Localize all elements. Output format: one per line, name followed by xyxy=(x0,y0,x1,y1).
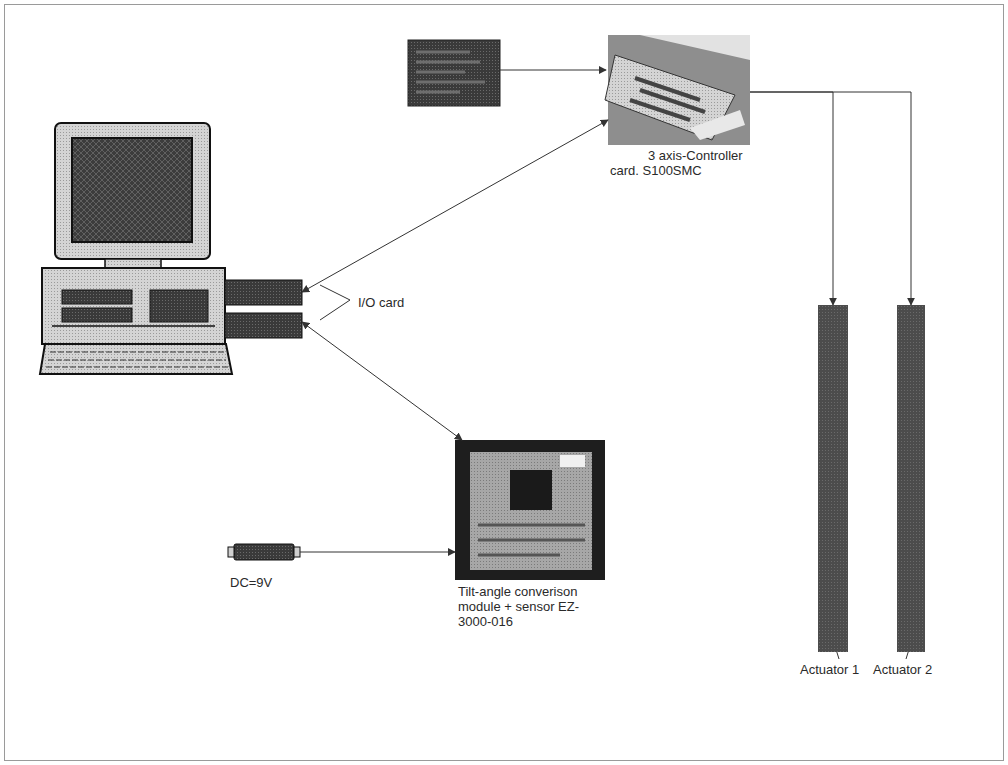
connector-arrow xyxy=(302,120,608,292)
node-label: 3 axis-Controller card. S100SMC xyxy=(610,148,755,178)
drive-bay xyxy=(62,290,132,304)
io-card-upper xyxy=(225,280,302,305)
connector-arrow xyxy=(750,92,833,305)
board-traces xyxy=(478,525,585,555)
node-label: Tilt-angle converison module + sensor EZ… xyxy=(458,584,598,629)
photo-highlight xyxy=(608,35,750,60)
battery-cap xyxy=(228,547,234,557)
node-label: I/O card xyxy=(358,295,404,310)
connector-arrow xyxy=(750,92,911,305)
connector xyxy=(560,455,585,467)
keyboard xyxy=(40,344,232,374)
node-label: Actuator 2 xyxy=(873,662,932,677)
photo-highlight xyxy=(690,110,745,140)
power-arrow xyxy=(500,70,606,71)
photo-ground xyxy=(455,440,605,580)
controller-card: 3 axis-Controller card. S100SMC xyxy=(608,35,750,145)
battery-illustration xyxy=(228,544,300,560)
monitor-case xyxy=(55,123,210,259)
sensor-chip xyxy=(510,470,552,510)
tilt-module-photo xyxy=(455,440,605,580)
tilt-module: Tilt-angle converison module + sensor EZ… xyxy=(455,440,605,580)
keyboard-keys xyxy=(46,352,228,367)
battery: DC=9V xyxy=(228,544,300,560)
connector-arrow xyxy=(302,322,462,440)
system-unit xyxy=(42,268,225,344)
actuator-bar: Actuator 1 xyxy=(818,305,848,652)
connector-arrow xyxy=(300,552,455,553)
frame xyxy=(5,5,1004,761)
actuator-bar: Actuator 2 xyxy=(897,305,925,652)
battery-body xyxy=(234,544,294,560)
monitor-screen xyxy=(72,138,192,242)
circuit-board xyxy=(470,452,592,570)
battery-cap xyxy=(294,547,300,557)
power-supply xyxy=(408,40,500,106)
front-panel xyxy=(150,290,208,322)
board-chips xyxy=(630,78,705,120)
node-label: Actuator 1 xyxy=(800,662,859,677)
power-supply-markings xyxy=(416,52,485,92)
bracket xyxy=(320,285,350,320)
node-label: DC=9V xyxy=(230,575,272,590)
panel-line xyxy=(52,325,215,327)
computer-illustration xyxy=(40,123,232,374)
io-card: I/O card xyxy=(225,278,302,340)
io-card-lower xyxy=(225,313,302,338)
drive-bay xyxy=(62,308,132,322)
controller-card-photo xyxy=(605,35,750,145)
